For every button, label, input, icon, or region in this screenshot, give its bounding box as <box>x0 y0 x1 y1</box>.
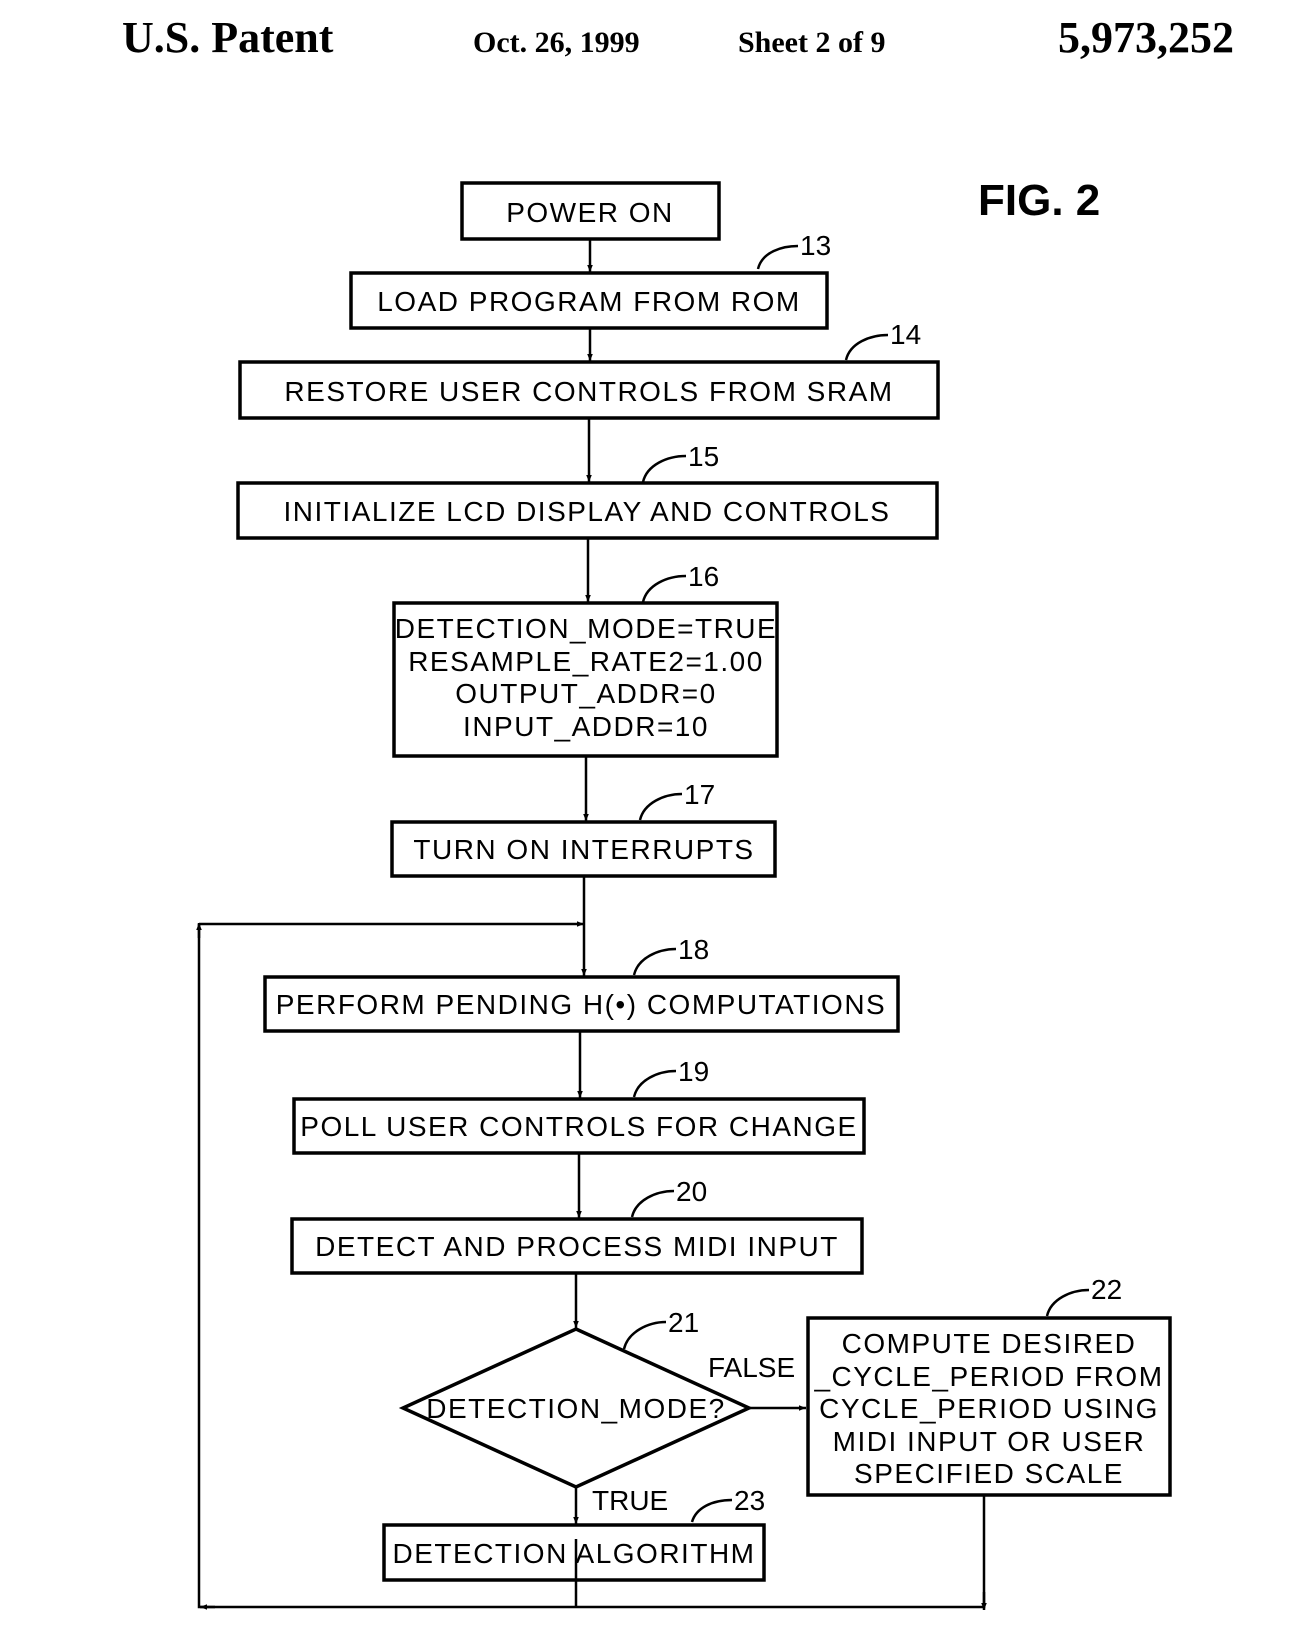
compute-line-1: COMPUTE DESIRED <box>842 1328 1137 1359</box>
var-detection-mode: DETECTION_MODE=TRUE <box>395 613 777 644</box>
ref-20: 20 <box>676 1176 707 1207</box>
load-program-box: LOAD PROGRAM FROM ROM <box>349 271 829 330</box>
patent-title: U.S. Patent <box>122 13 334 62</box>
var-output-addr: OUTPUT_ADDR=0 <box>455 678 716 709</box>
ref-21-leader <box>622 1320 667 1350</box>
decision-diamond: DETECTION_MODE? <box>398 1327 754 1489</box>
initialize-lcd-label: INITIALIZE LCD DISPLAY AND CONTROLS <box>284 496 891 527</box>
decision-label: DETECTION_MODE? <box>426 1393 725 1424</box>
ref-15: 15 <box>688 441 719 472</box>
ref-15-leader <box>641 454 687 483</box>
ref-16-leader <box>641 574 687 603</box>
computations-box: PERFORM PENDING H(•) COMPUTATIONS <box>263 975 900 1033</box>
power-on-box: POWER ON <box>460 181 721 241</box>
ref-20-leader <box>630 1189 675 1218</box>
ref-23: 23 <box>734 1485 765 1516</box>
poll-controls-box: POLL USER CONTROLS FOR CHANGE <box>292 1097 866 1155</box>
compute-line-3: CYCLE_PERIOD USING <box>819 1393 1159 1424</box>
var-input-addr: INPUT_ADDR=10 <box>463 711 709 742</box>
initialize-lcd-box: INITIALIZE LCD DISPLAY AND CONTROLS <box>236 481 939 540</box>
detection-algorithm-label: DETECTION ALGORITHM <box>393 1538 756 1569</box>
interrupts-label: TURN ON INTERRUPTS <box>413 834 754 865</box>
compute-line-5: SPECIFIED SCALE <box>854 1458 1124 1489</box>
ref-17-leader <box>638 792 683 821</box>
true-label: TRUE <box>592 1485 668 1516</box>
compute-period-box: COMPUTE DESIRED _CYCLE_PERIOD FROM CYCLE… <box>806 1316 1172 1497</box>
midi-input-label: DETECT AND PROCESS MIDI INPUT <box>315 1231 839 1262</box>
ref-21: 21 <box>668 1307 699 1338</box>
ref-14-leader <box>844 333 889 361</box>
init-variables-box: DETECTION_MODE=TRUE RESAMPLE_RATE2=1.00 … <box>392 601 779 758</box>
ref-19: 19 <box>678 1056 709 1087</box>
restore-controls-label: RESTORE USER CONTROLS FROM SRAM <box>284 376 893 407</box>
false-label: FALSE <box>708 1352 795 1383</box>
ref-13-leader <box>756 244 799 270</box>
patent-date: Oct. 26, 1999 <box>473 26 640 59</box>
loop-back-line <box>197 924 986 1609</box>
compute-line-4: MIDI INPUT OR USER <box>833 1426 1146 1457</box>
ref-13: 13 <box>800 230 831 261</box>
load-program-label: LOAD PROGRAM FROM ROM <box>377 286 801 317</box>
ref-14: 14 <box>890 319 921 350</box>
ref-22: 22 <box>1091 1274 1122 1305</box>
midi-input-box: DETECT AND PROCESS MIDI INPUT <box>290 1217 864 1275</box>
ref-18-leader <box>632 947 677 976</box>
power-on-label: POWER ON <box>506 197 674 228</box>
figure-label: FIG. 2 <box>978 176 1101 225</box>
detection-algorithm-box: DETECTION ALGORITHM <box>382 1523 766 1582</box>
ref-19-leader <box>632 1069 677 1098</box>
ref-18: 18 <box>678 934 709 965</box>
ref-22-leader <box>1045 1288 1090 1317</box>
ref-17: 17 <box>684 779 715 810</box>
var-resample-rate: RESAMPLE_RATE2=1.00 <box>408 646 764 677</box>
computations-label: PERFORM PENDING H(•) COMPUTATIONS <box>276 989 886 1020</box>
ref-23-leader <box>690 1498 733 1523</box>
patent-number: 5,973,252 <box>1058 13 1234 62</box>
restore-controls-box: RESTORE USER CONTROLS FROM SRAM <box>238 360 940 420</box>
poll-controls-label: POLL USER CONTROLS FOR CHANGE <box>300 1111 857 1142</box>
interrupts-box: TURN ON INTERRUPTS <box>390 820 777 878</box>
sheet-number: Sheet 2 of 9 <box>738 26 886 59</box>
compute-line-2: _CYCLE_PERIOD FROM <box>813 1361 1163 1392</box>
ref-16: 16 <box>688 561 719 592</box>
